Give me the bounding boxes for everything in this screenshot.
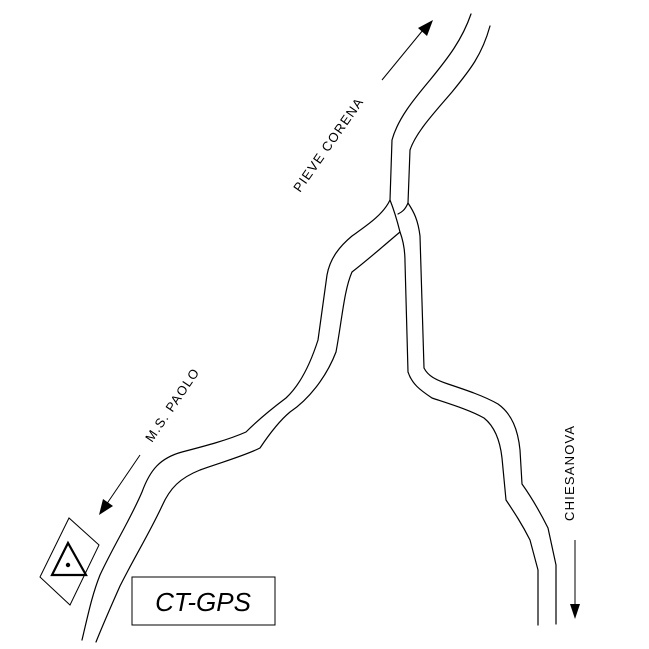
station-title-box: CT-GPS: [131, 576, 276, 626]
arrow-to-ms-paolo: [99, 454, 141, 515]
arrow-to-chiesanova: [570, 540, 580, 619]
road-label-ms-paolo: M.S. PAOLO: [142, 365, 203, 445]
station-title: CT-GPS: [155, 587, 251, 617]
survey-point-triangle-icon: [39, 517, 100, 606]
arrow-to-pieve-corena: [381, 20, 433, 81]
main-road-west-edge: [81, 13, 472, 641]
main-road-east-edge: [397, 25, 491, 215]
southeast-branch-east-edge: [407, 202, 557, 625]
road-label-pieve-corena: PIEVE CORENA: [290, 94, 366, 194]
southeast-branch-west-edge: [399, 231, 539, 626]
road-label-chiesanova: CHIESANOVA: [562, 425, 577, 521]
fork-junction-line: [389, 199, 401, 233]
southwest-branch-inner-edge: [95, 231, 401, 643]
